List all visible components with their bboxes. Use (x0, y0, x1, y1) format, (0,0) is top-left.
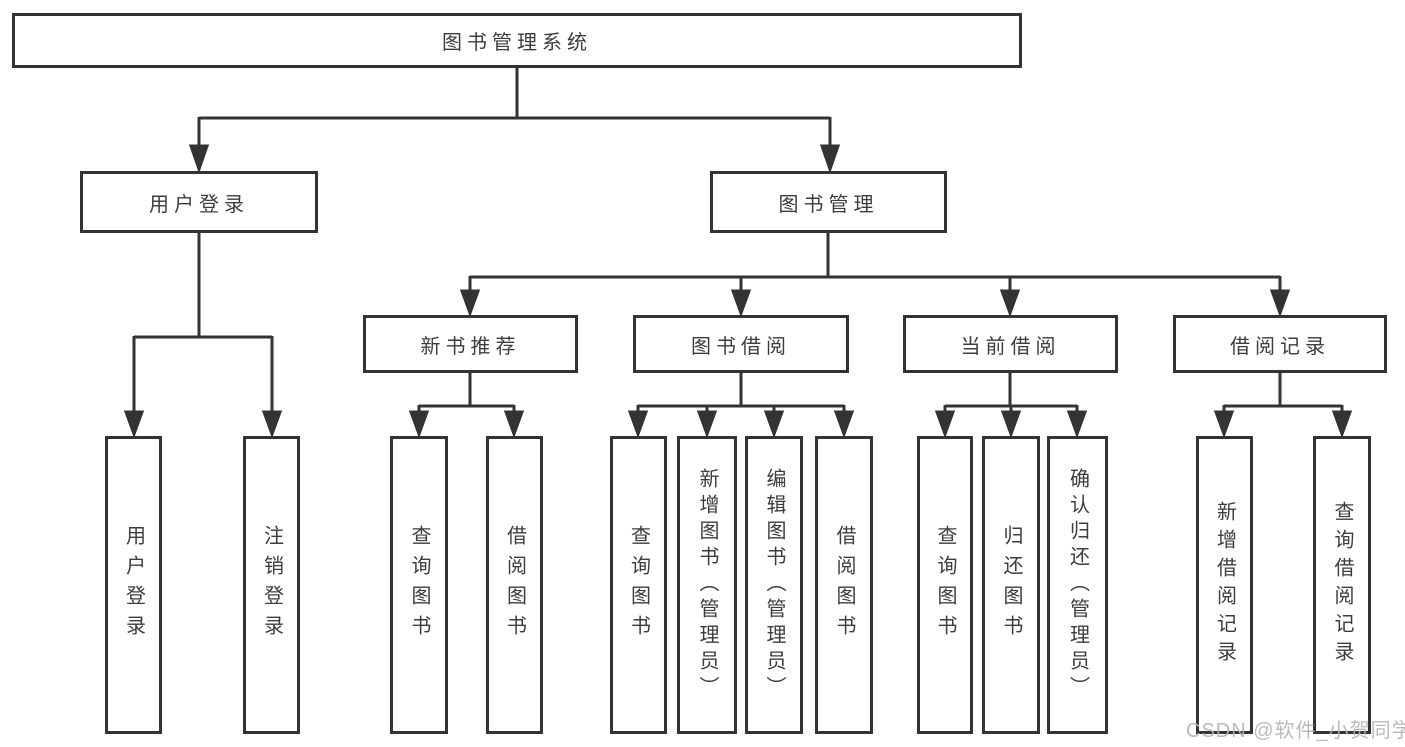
node-new-book-recommend: 新书推荐 (363, 315, 578, 373)
leaf-query-books-recommend: 查询图书 (390, 436, 448, 734)
csdn-watermark: CSDN @软件_小贺同学 (1186, 720, 1405, 742)
leaf-query-borrow-record: 查询借阅记录 (1313, 436, 1371, 734)
node-book-borrow: 图书借阅 (633, 315, 849, 373)
leaf-user-login: 用户登录 (105, 436, 162, 734)
leaf-add-book-admin: 新增图书（管理员） (677, 436, 737, 734)
node-book-management: 图书管理 (710, 171, 947, 233)
leaf-logout: 注销登录 (243, 436, 300, 734)
leaf-confirm-return-admin: 确认归还（管理员） (1047, 436, 1108, 734)
node-borrow-records: 借阅记录 (1173, 315, 1387, 373)
node-current-borrow: 当前借阅 (903, 315, 1118, 373)
node-library-management-system: 图书管理系统 (12, 13, 1022, 68)
leaf-query-books-current: 查询图书 (917, 436, 973, 734)
leaf-return-book: 归还图书 (982, 436, 1040, 734)
leaf-borrow-books: 借阅图书 (815, 436, 873, 734)
node-user-login: 用户登录 (80, 171, 318, 233)
leaf-query-books-borrow: 查询图书 (610, 436, 667, 734)
leaf-borrow-books-recommend: 借阅图书 (486, 436, 543, 734)
leaf-add-borrow-record: 新增借阅记录 (1196, 436, 1253, 734)
leaf-edit-book-admin: 编辑图书（管理员） (745, 436, 803, 734)
